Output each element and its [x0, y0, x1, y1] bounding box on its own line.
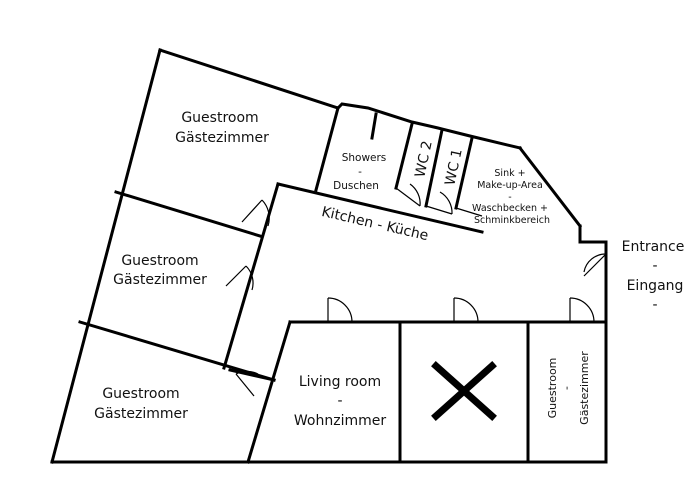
- door-wc1: [425, 191, 453, 215]
- showers-label-1: Showers: [342, 152, 387, 164]
- living-label-2: -: [337, 393, 342, 409]
- door-guestroom-top: [241, 199, 270, 227]
- door-living: [327, 297, 353, 323]
- guestroom-small-label-2: -: [560, 386, 573, 390]
- entrance-label-2: -: [652, 258, 657, 274]
- wc1-label: WC 1: [442, 147, 465, 187]
- sink-label-4: Waschbecken +: [472, 203, 548, 214]
- wall-core-top: [276, 182, 484, 234]
- wc2-label: WC 2: [412, 139, 435, 179]
- wall-guestroom-top-bottom: [114, 190, 262, 238]
- guestroom-mid-label-2: Gästezimmer: [113, 272, 207, 288]
- sink-label-2: Make-up-Area: [477, 180, 543, 191]
- door-sink: [455, 207, 483, 217]
- door-storage: [453, 297, 479, 323]
- guestroom-bottom-label-1: Guestroom: [102, 386, 179, 402]
- sink-label-5: Schminkbereich: [474, 215, 550, 226]
- guestroom-bottom-label-2: Gästezimmer: [94, 406, 188, 422]
- guestroom-top-label-2: Gästezimmer: [175, 130, 269, 146]
- showers-label-2: -: [358, 166, 362, 178]
- guestroom-top-label-1: Guestroom: [181, 110, 258, 126]
- sink-label-1: Sink +: [494, 168, 525, 179]
- door-guestroom-small: [569, 297, 595, 323]
- outer-wall-sink-diagonal: [517, 145, 583, 229]
- room-labels: Guestroom Gästezimmer Guestroom Gästezim…: [94, 110, 684, 429]
- entrance-label-1: Entrance: [622, 239, 685, 255]
- doors: [225, 115, 607, 397]
- entrance-label-3: Eingang: [627, 278, 684, 294]
- door-guestroom-mid: [225, 265, 254, 291]
- cross-mark: [431, 361, 497, 421]
- wall-wc1-right: [454, 136, 474, 210]
- guestroom-mid-label-1: Guestroom: [121, 253, 198, 269]
- door-wc2: [395, 183, 421, 207]
- wall-wc2-left: [394, 122, 414, 190]
- door-guestroom-bottom: [235, 370, 259, 397]
- showers-label-3: Duschen: [333, 180, 379, 192]
- guestroom-small-label-1: Guestroom: [546, 358, 559, 419]
- door-showers: [371, 115, 377, 139]
- wall-core-left-lower: [228, 368, 276, 382]
- wall-guestroom-mid-bottom: [78, 320, 276, 382]
- living-label-1: Living room: [299, 374, 381, 390]
- door-entrance: [583, 253, 607, 277]
- sink-label-3: -: [508, 192, 511, 203]
- outer-walls: [50, 48, 608, 464]
- living-label-3: Wohnzimmer: [294, 413, 386, 429]
- entrance-label-4: -: [652, 297, 657, 313]
- wall-showers-left: [314, 106, 340, 192]
- outer-wall-left-slant: [50, 48, 162, 464]
- kitchen-label: Kitchen - Küche: [320, 204, 430, 244]
- wall-lower-top-left: [246, 320, 292, 464]
- guestroom-small-label-3: Gästezimmer: [578, 351, 591, 425]
- wall-wc2-right: [424, 128, 444, 208]
